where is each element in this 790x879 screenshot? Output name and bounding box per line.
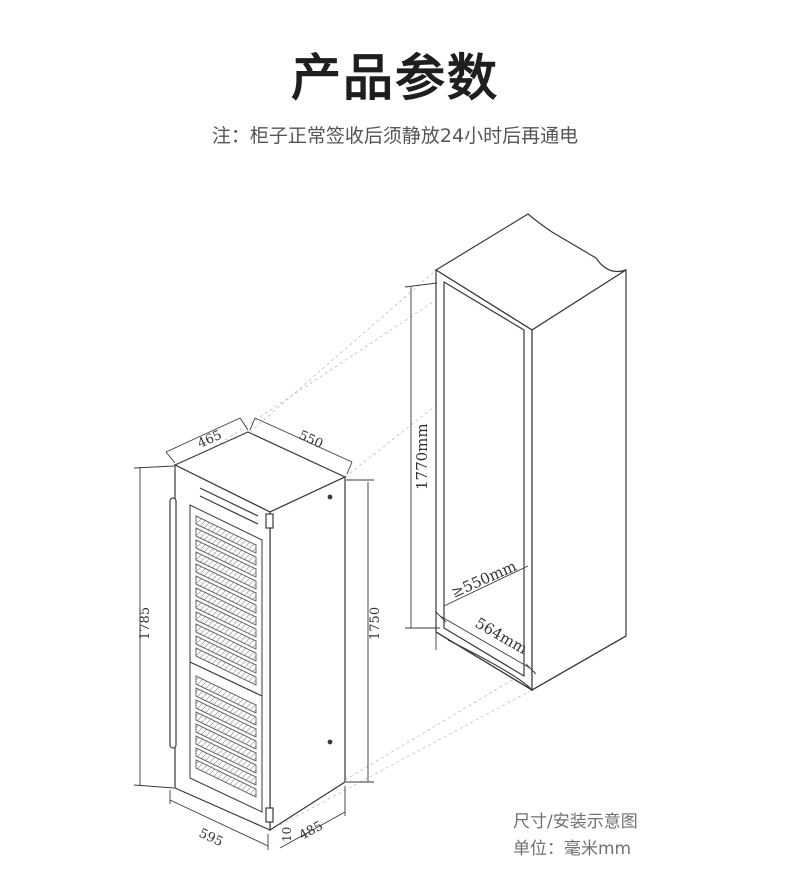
built-in-cabinet — [434, 213, 627, 692]
dim-height-right: 1750 — [368, 607, 383, 640]
dim-height-left: 1785 — [138, 607, 153, 640]
dim-cabinet-height: 1770mm — [413, 423, 431, 490]
recess-dimension-lines — [404, 282, 537, 675]
legend-diagram-type: 尺寸/安装示意图 — [513, 812, 638, 832]
cabinet-dimension-lines — [133, 417, 374, 850]
wine-shelves-upper — [195, 515, 257, 686]
legend-unit: 单位：毫米mm — [513, 839, 632, 859]
dim-top-width: 550 — [296, 428, 325, 452]
page-title: 产品参数 — [291, 49, 499, 107]
wine-shelves-lower — [195, 675, 257, 798]
dim-door-gap: 10 — [280, 827, 294, 842]
dim-bottom-depth: 485 — [297, 819, 326, 844]
installation-note: 注：柜子正常签收后须静放24小时后再通电 — [211, 125, 579, 147]
dim-bottom-width: 595 — [196, 826, 225, 850]
